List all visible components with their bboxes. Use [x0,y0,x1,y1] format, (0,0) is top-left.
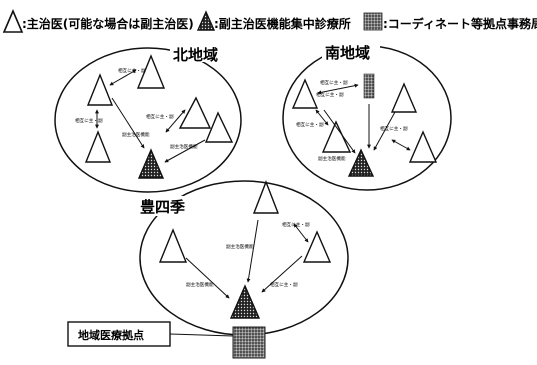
north-primary-triangle-4 [204,111,234,143]
legend-primary-doctor-triangle-icon [2,8,24,33]
south-arrow-6 [391,139,411,151]
toyoshiki-primary-triangle-1 [252,180,280,214]
south-arrow-1 [317,83,359,95]
south-label-mutual-1: 相互に主・副 [320,79,348,86]
north-label-mutual-2: 相互に主・副 [75,117,103,124]
south-primary-triangle-4 [408,130,438,163]
toyoshiki-region-title: 豊四季 [140,198,185,216]
north-arrow-5 [164,139,206,163]
north-arrow-4 [165,109,186,133]
north-primary-triangle-1 [136,54,166,89]
south-region: 南地域 相互に主・副 相互に主・副 相互に主・副 相互に主・副 副主治医機能 [282,43,452,191]
legend-hub-clinic-label: :副主治医機能集中診療所 [214,16,351,31]
north-primary-triangle-5 [84,130,112,163]
toyoshiki-hub-triangle [229,284,261,319]
regional-hub-label: 地域医療拠点 [78,328,144,342]
north-primary-triangle-3 [178,96,212,129]
south-label-mutual-4: 相互に主・副 [316,91,344,98]
legend: :主治医(可能な場合は副主治医) :副主治医機能集中診療所 :コーディネート等拠… [2,8,537,33]
north-label-mutual-3: 相互に主・副 [146,113,174,120]
south-label-sub-primary-1: 副主治医機能 [318,155,346,162]
south-arrow-5 [373,111,396,151]
toyoshiki-region: 豊四季 副主治医機能 副主治医機能 相互に主・副 相互に主・副 [137,180,349,336]
north-region-title: 北地域 [173,46,218,64]
south-arrow-2 [315,109,329,126]
toyoshiki-label-mutual-1: 相互に主・副 [282,221,310,228]
north-region-ellipse [54,47,242,193]
south-hub-triangle [347,148,375,177]
south-coordinator-office-icon [363,73,375,99]
south-region-title: 南地域 [325,44,370,62]
toyoshiki-arrow-3 [261,255,303,293]
toyoshiki-label-sub-primary-1: 副主治医機能 [226,243,254,250]
toyoshiki-label-mutual-2: 相互に主・副 [270,281,298,288]
north-label-mutual-1: 相互に主・副 [118,67,146,74]
south-arrow-3 [323,109,356,154]
north-label-sub-primary-2: 副主治医機能 [170,143,198,150]
south-label-mutual-3: 相互に主・副 [380,125,408,132]
north-arrow-1 [109,69,137,86]
toyoshiki-primary-triangle-3 [302,230,332,263]
north-arrow-3 [111,97,145,149]
north-region: 北地域 相互に主・副 相互に主・副 相互に主・副 副主治医機能 副主治医機能 [54,45,242,193]
regional-hub-connector [169,333,234,337]
legend-primary-doctor-label: :主治医(可能な場合は副主治医) [22,16,194,31]
toyoshiki-arrow-4 [293,223,309,243]
south-label-mutual-2: 相互に主・副 [296,121,324,128]
regional-hub-label-box [67,321,171,347]
toyoshiki-label-sub-primary-2: 副主治医機能 [186,281,214,288]
north-hub-triangle [137,148,165,179]
regional-hub: 地域医療拠点 [67,321,266,359]
legend-coordinator-office-label: :コーディネート等拠点事務局 [383,16,537,31]
south-primary-triangle-2 [390,82,418,113]
legend-coordinator-office-square-icon [363,12,383,31]
toyoshiki-arrow-1 [246,219,259,283]
regional-hub-coordinator-office-icon [232,326,266,359]
north-primary-triangle-2 [86,73,114,106]
toyoshiki-arrow-2 [185,257,230,299]
toyoshiki-primary-triangle-2 [158,228,188,263]
legend-hub-clinic-triangle-icon [196,10,216,31]
north-label-sub-primary-1: 副主治医機能 [122,131,150,138]
south-primary-triangle-1 [291,78,319,109]
